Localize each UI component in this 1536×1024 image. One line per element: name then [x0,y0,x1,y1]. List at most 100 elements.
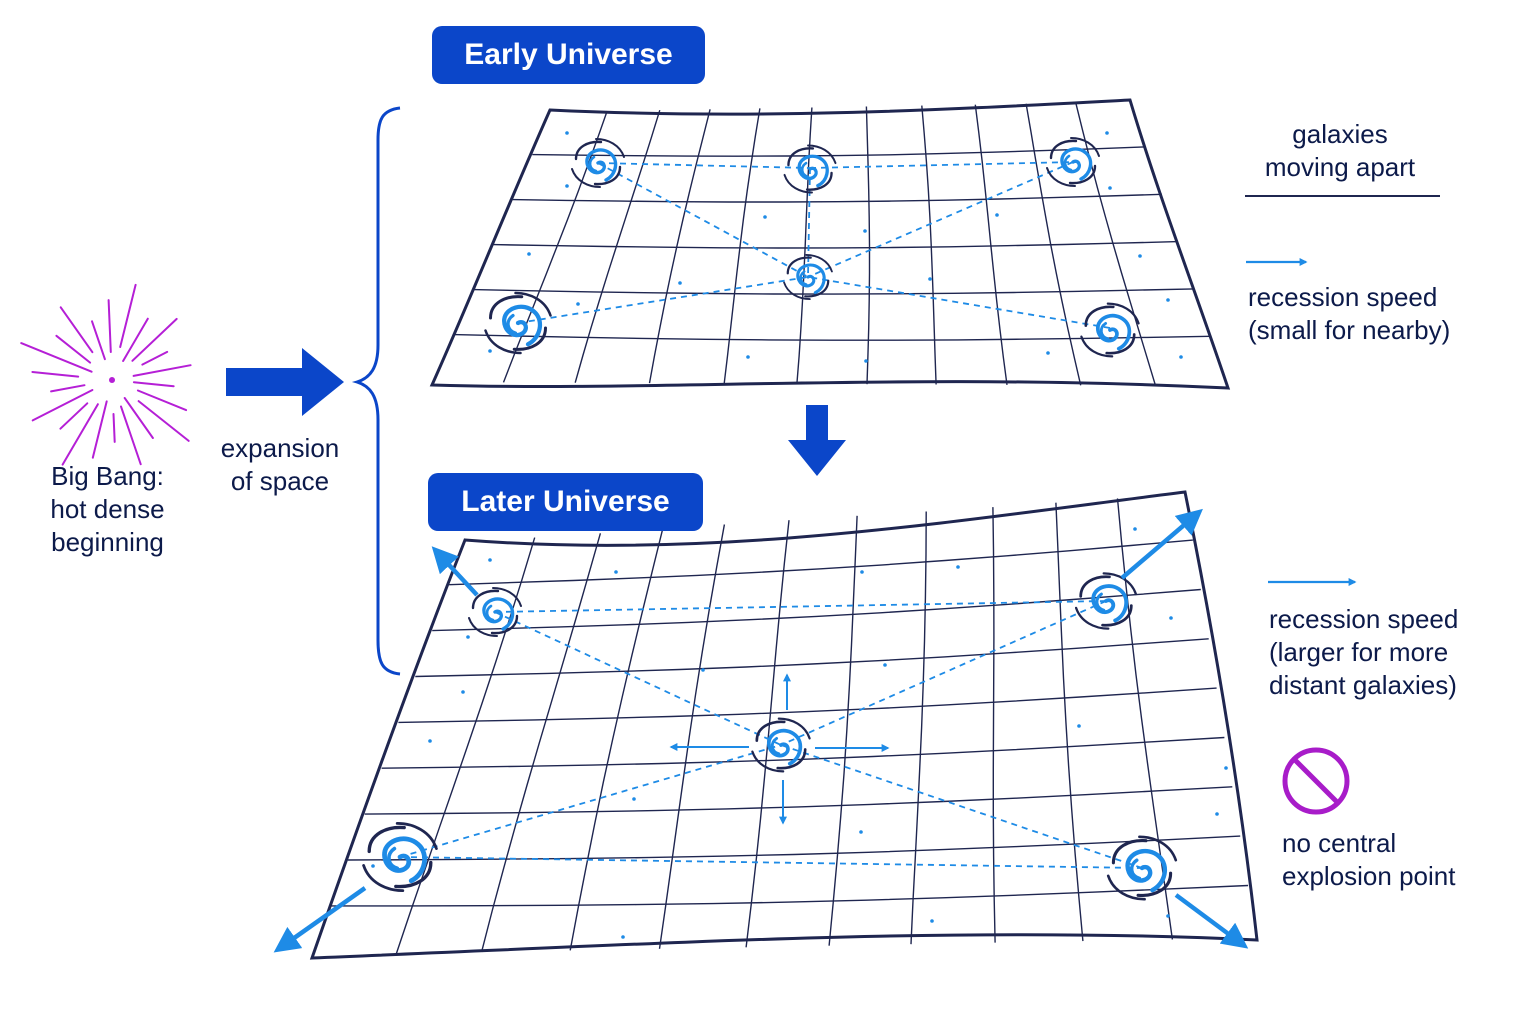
background-dot [860,570,864,574]
big-bang-caption: Big Bang: hot dense beginning [50,461,165,557]
distance-line [597,162,811,169]
grid-line-horizontal [453,333,1211,341]
background-dot [678,281,682,285]
no-central-point-label: no central explosion point [1282,828,1456,891]
grid-line-vertical [480,533,602,953]
grid-line-vertical [828,515,858,946]
background-dot [565,131,569,135]
recession-large-label: recession speed (larger for more distant… [1269,604,1459,700]
background-dot [488,558,492,562]
center-galaxy-arrows [669,673,890,825]
grid-line-vertical [796,107,813,384]
early-grid [453,102,1211,386]
recession-arrows [273,508,1249,953]
burst-ray [61,403,99,466]
later-background-dots [371,527,1228,939]
distance-line [399,856,1143,869]
expansion-caption: expansion of space [220,433,340,496]
background-dot [527,252,531,256]
no-sign-icon [1282,747,1350,815]
grid-line-horizontal [330,884,1249,907]
burst-ray [123,397,154,439]
grid-line-vertical [974,104,1008,385]
background-dot [930,919,934,923]
background-dot [956,565,960,569]
background-dot [1166,914,1170,918]
burst-ray [31,371,80,378]
background-dot [461,690,465,694]
burst-ray [120,405,142,466]
grid-line-horizontal [347,835,1241,861]
background-dot [576,302,580,306]
distance-line [807,161,1074,278]
grid-line-vertical [1116,498,1174,940]
background-dot [1224,766,1228,770]
grid-line-vertical [569,528,664,951]
later-universe-title: Later Universe [428,473,703,531]
background-dot [1105,131,1109,135]
grid-line-vertical [910,511,927,945]
distance-line [780,744,1143,869]
grid-line-horizontal [532,146,1147,157]
background-dot [1215,812,1219,816]
grid-line-vertical [1075,102,1157,386]
time-brace [351,106,401,676]
large-recession-arrow [273,886,367,953]
grid-line-vertical [921,105,937,385]
large-recession-arrow [1174,893,1249,949]
burst-ray [132,381,175,388]
grid-line-horizontal [512,193,1163,203]
background-dot [859,830,863,834]
burst-ray [50,384,86,393]
background-dot [863,229,867,233]
background-dot [371,864,375,868]
background-dot [1133,527,1137,531]
burst-ray [59,402,89,430]
burst-ray [55,334,92,364]
burst-ray [119,283,137,348]
burst-ray [122,317,149,362]
background-dot [1138,254,1142,258]
grid-line-vertical [992,507,996,943]
burst-ray [131,317,178,362]
early-background-dots [488,131,1183,363]
grid-line-horizontal [492,240,1179,249]
grid-line-horizontal [432,588,1201,632]
distance-line [494,611,782,746]
grid-line-vertical [658,524,726,949]
background-dot [995,213,999,217]
early-distance-lines [517,161,1111,329]
background-dot [1169,616,1173,620]
down-arrow-icon [788,405,846,476]
burst-ray [31,389,94,422]
big-bang-burst-icon [20,283,192,466]
background-dot [1108,186,1112,190]
grid-line-vertical [1055,502,1084,942]
grid-line-horizontal [364,786,1233,815]
background-dot [466,635,470,639]
burst-ray [20,342,93,373]
grid-line-horizontal [449,539,1193,586]
background-dot [621,935,625,939]
burst-ray [112,413,116,443]
distance-line [780,600,1107,746]
background-dot [428,739,432,743]
background-dot [1077,724,1081,728]
burst-ray [137,400,190,442]
background-dot [614,570,618,574]
grid-line-horizontal [473,288,1195,295]
large-recession-arrow [431,546,479,597]
background-dot [928,277,932,281]
right-arrow-icon [226,348,344,416]
later-grid [330,498,1249,954]
background-dot [746,355,750,359]
grid-line-vertical [723,108,761,384]
big-bang-center-dot [109,377,115,383]
burst-ray [59,306,94,354]
background-dot [565,184,569,188]
early-universe-panel [429,98,1231,390]
grid-line-vertical [502,110,608,383]
large-recession-arrow [1120,508,1203,580]
burst-ray [132,364,192,377]
burst-ray [91,400,108,459]
